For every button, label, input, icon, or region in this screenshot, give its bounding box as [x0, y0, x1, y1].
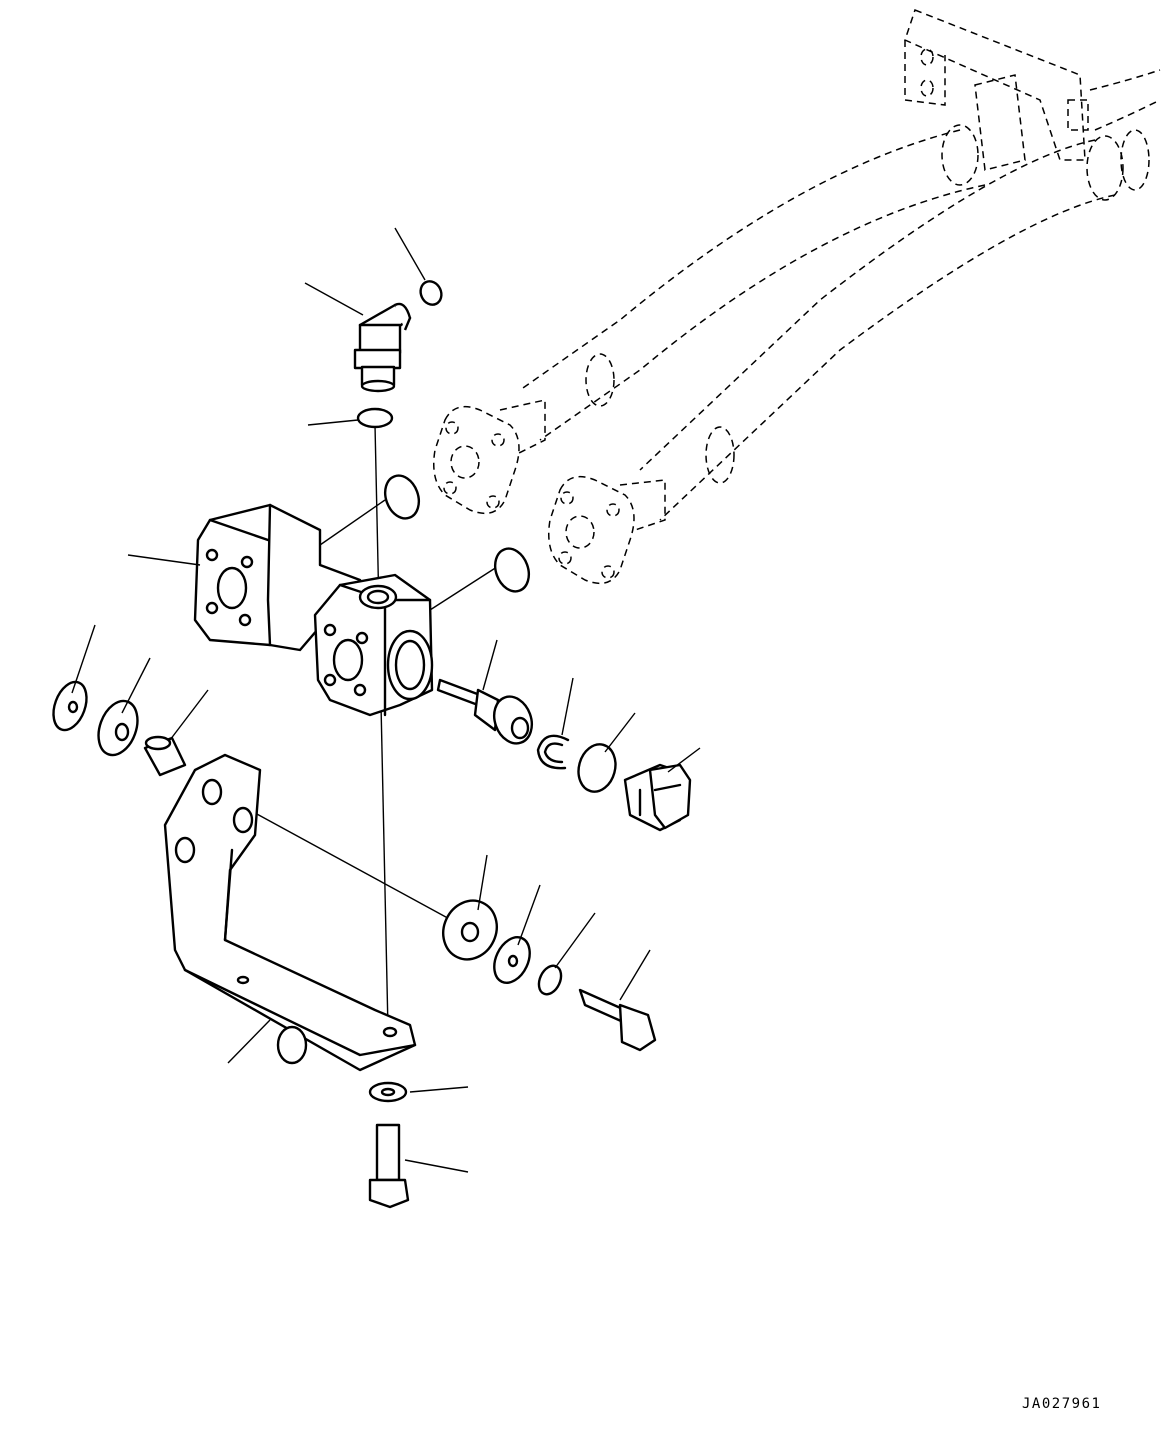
mounting-bracket: [163, 753, 417, 1072]
callout-leaders: [71, 227, 701, 1173]
snap-ring: [536, 734, 570, 770]
phantom-hose-assembly: [433, 9, 1161, 585]
right-mount-hardware: [442, 899, 657, 1052]
lower-mount-hardware: [368, 1081, 410, 1209]
valve-block: [193, 503, 434, 717]
o-ring-plug: [577, 743, 617, 793]
o-rings: [356, 280, 617, 793]
bolt-vertical: [375, 1123, 401, 1182]
plug: [623, 763, 692, 832]
poppet-valve: [436, 678, 534, 745]
drawing-reference-code: JA027961: [1022, 1396, 1102, 1412]
elbow-fitting: [353, 302, 412, 393]
o-ring-flange-lower: [493, 547, 531, 593]
left-mount-hardware: [52, 680, 187, 777]
lock-washer-right: [537, 964, 563, 996]
o-ring-elbow-top: [419, 280, 443, 306]
o-ring-flange-upper: [383, 474, 421, 520]
assembly-guide-lines: [221, 424, 501, 1031]
o-ring-elbow-base: [356, 407, 394, 429]
